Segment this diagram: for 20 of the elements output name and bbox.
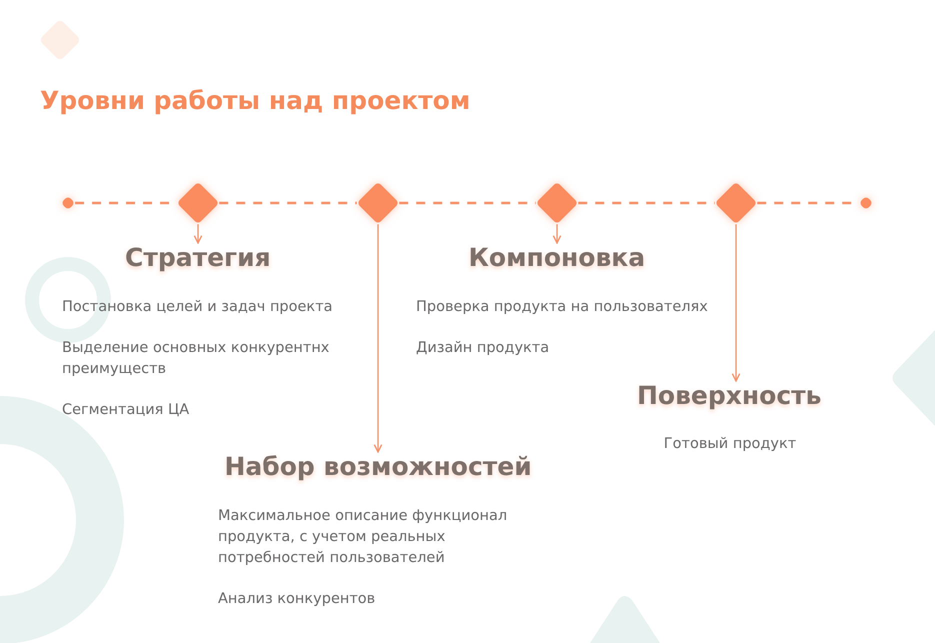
description-text: Сегментация ЦА <box>62 401 190 420</box>
stage-heading: Стратегия <box>125 243 271 272</box>
stage-heading: Компоновка <box>468 243 646 272</box>
stage-heading: Набор возможностей <box>224 452 532 481</box>
dashed-timeline-line <box>219 202 357 204</box>
description-text: Анализ конкурентов <box>218 590 376 609</box>
arrow <box>374 224 382 453</box>
diamond-marker <box>858 196 874 210</box>
description-text: Готовый продукт <box>662 435 798 454</box>
description-text: Дизайн продукта <box>416 339 550 358</box>
description-text: Выделение основных конкурентнх преимуществ <box>62 339 330 379</box>
arrow <box>552 224 562 244</box>
arrow <box>194 224 202 244</box>
description-text: Постановка целей и задач проекта <box>62 298 334 317</box>
description-text: Проверка продукта на пользователях <box>416 298 709 317</box>
diamond-marker <box>60 196 76 210</box>
description-text: Максимальное описание функционал продукта, с учетом реальных потребностей пользователей <box>218 507 508 568</box>
stage-heading: Поверхность <box>637 381 822 410</box>
title: Уровни работы над проектом <box>40 86 470 115</box>
arrow <box>732 224 740 382</box>
